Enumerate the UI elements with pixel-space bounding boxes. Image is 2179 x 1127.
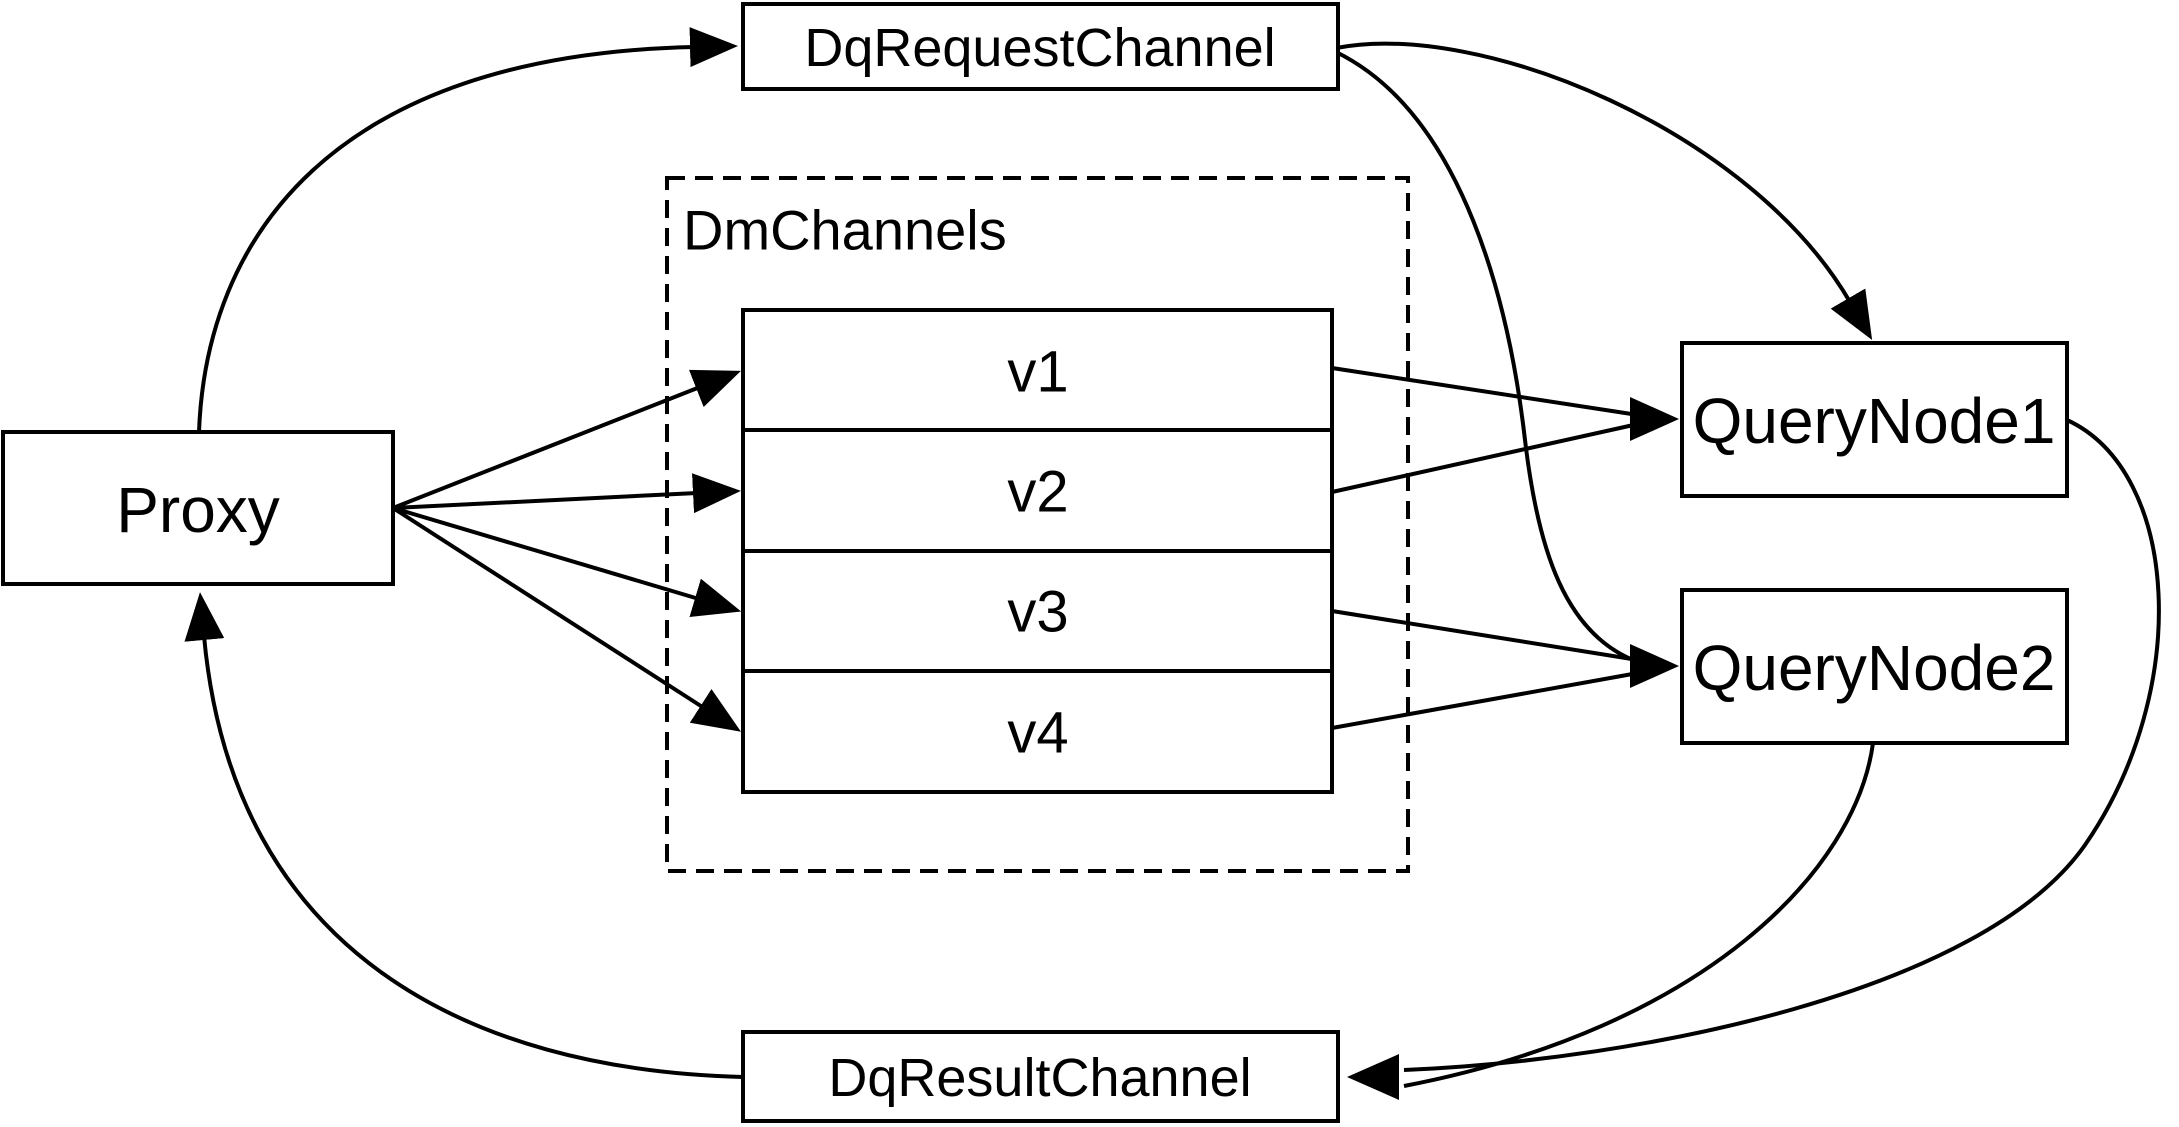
dm-channels-dashed-box [665, 176, 1410, 873]
edge-dq-result-channel-to-proxy [184, 592, 744, 1079]
channel-row-v1: v1 [1007, 340, 1068, 405]
dq-request-channel-label: DqRequestChannel [804, 18, 1275, 78]
edge-v1-to-query-node-1 [1331, 366, 1639, 417]
arrowhead-into-query-node-1 [1630, 397, 1679, 441]
edge-v4-to-query-node-2 [1331, 671, 1639, 730]
proxy-box [1, 430, 395, 586]
edge-v3-to-query-node-2 [1331, 609, 1639, 662]
edge-dq-request-channel-to-query-node-1 [1335, 41, 1873, 341]
channel-row-v4: v4 [1007, 701, 1068, 766]
edge-query-node-1-to-dq-result-channel [1403, 418, 2161, 1072]
query-node-2-node: QueryNode2 [1680, 588, 2069, 745]
edge-query-node-2-to-dq-result-channel [1403, 742, 1875, 1088]
arrowhead-into-dq-result-channel [1347, 1054, 1399, 1100]
query-node-1-box [1680, 341, 2069, 498]
query-node-1-node: QueryNode1 [1680, 341, 2069, 498]
query-node-2-box [1680, 588, 2069, 745]
dm-channels-label: DmChannels [683, 199, 1007, 262]
arrowhead-into-query-node-2 [1630, 644, 1679, 688]
edges [184, 27, 2161, 1100]
channel-table: v1 v2 v3 v4 [741, 308, 1334, 794]
proxy-label: Proxy [116, 474, 280, 546]
query-node-2-label: QueryNode2 [1693, 632, 2056, 704]
edge-v2-to-query-node-1 [1331, 422, 1639, 494]
edge-proxy-to-v3 [392, 506, 742, 618]
edge-proxy-to-v4 [391, 506, 742, 732]
dq-request-channel-box [741, 2, 1340, 91]
dq-result-channel-node: DqResultChannel [741, 1030, 1340, 1123]
dm-channels-group: DmChannels v1 v2 v3 v4 [665, 176, 1410, 873]
edge-proxy-to-dq-request-channel [197, 27, 738, 433]
dq-result-channel-box [741, 1030, 1340, 1123]
channel-row-v2: v2 [1007, 460, 1068, 525]
query-node-1-label: QueryNode1 [1693, 385, 2056, 457]
channel-row-v3: v3 [1007, 580, 1068, 645]
dq-result-channel-label: DqResultChannel [828, 1048, 1251, 1108]
edge-proxy-to-v1 [392, 369, 741, 510]
dq-request-channel-node: DqRequestChannel [741, 2, 1340, 91]
edge-dq-request-channel-to-query-node-2 [1335, 50, 1639, 664]
edge-proxy-to-v2 [392, 473, 741, 514]
proxy-node: Proxy [1, 430, 395, 586]
